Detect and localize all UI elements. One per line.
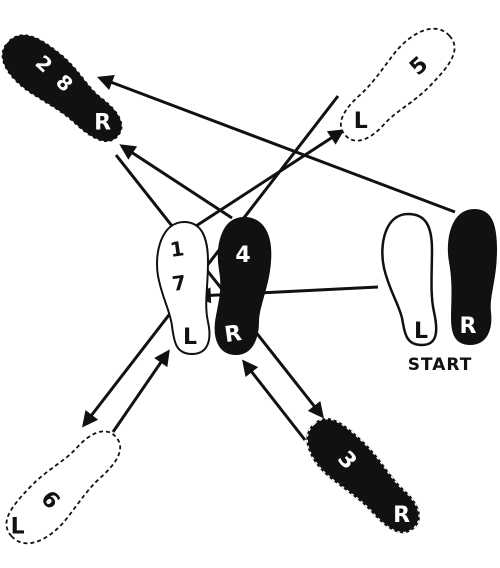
start-label: START — [408, 355, 473, 375]
foot-label: R — [94, 111, 111, 136]
arrow-1-7-to-5 — [195, 129, 345, 228]
step-number-alt: 7 — [170, 270, 187, 296]
arrow-5-to-6 — [82, 95, 340, 428]
step-arrows — [82, 75, 456, 441]
step-number: 4 — [235, 243, 250, 268]
footprint-start-right: R — [447, 208, 498, 346]
foot-label: L — [354, 109, 368, 134]
foot-label: L — [183, 325, 197, 350]
foot-label: L — [11, 515, 25, 540]
footprint-step-5: 5 L — [339, 27, 456, 142]
step-number: 1 — [168, 236, 185, 262]
foot-label: L — [414, 319, 428, 344]
arrow-2-8-to-3 — [114, 154, 324, 419]
footprint-step-6: 6 L — [5, 430, 122, 545]
foot-label: R — [393, 503, 410, 528]
footprint-start-left: L — [381, 212, 438, 347]
arrow-6-to-1-7 — [111, 349, 170, 433]
arrow-4-to-2-8 — [119, 144, 233, 220]
footprint-step-3: 3 R — [306, 418, 420, 534]
foot-label: R — [460, 314, 477, 339]
arrow-start-right-to-2-8 — [97, 75, 456, 214]
footprint-step-2-8: 2 8 R — [0, 33, 124, 143]
arrow-3-to-4 — [242, 359, 307, 441]
footprint-step-4: 4 R — [214, 216, 272, 356]
footprint-step-1-7: 1 7 L — [156, 220, 211, 356]
foot-label: R — [223, 321, 243, 348]
